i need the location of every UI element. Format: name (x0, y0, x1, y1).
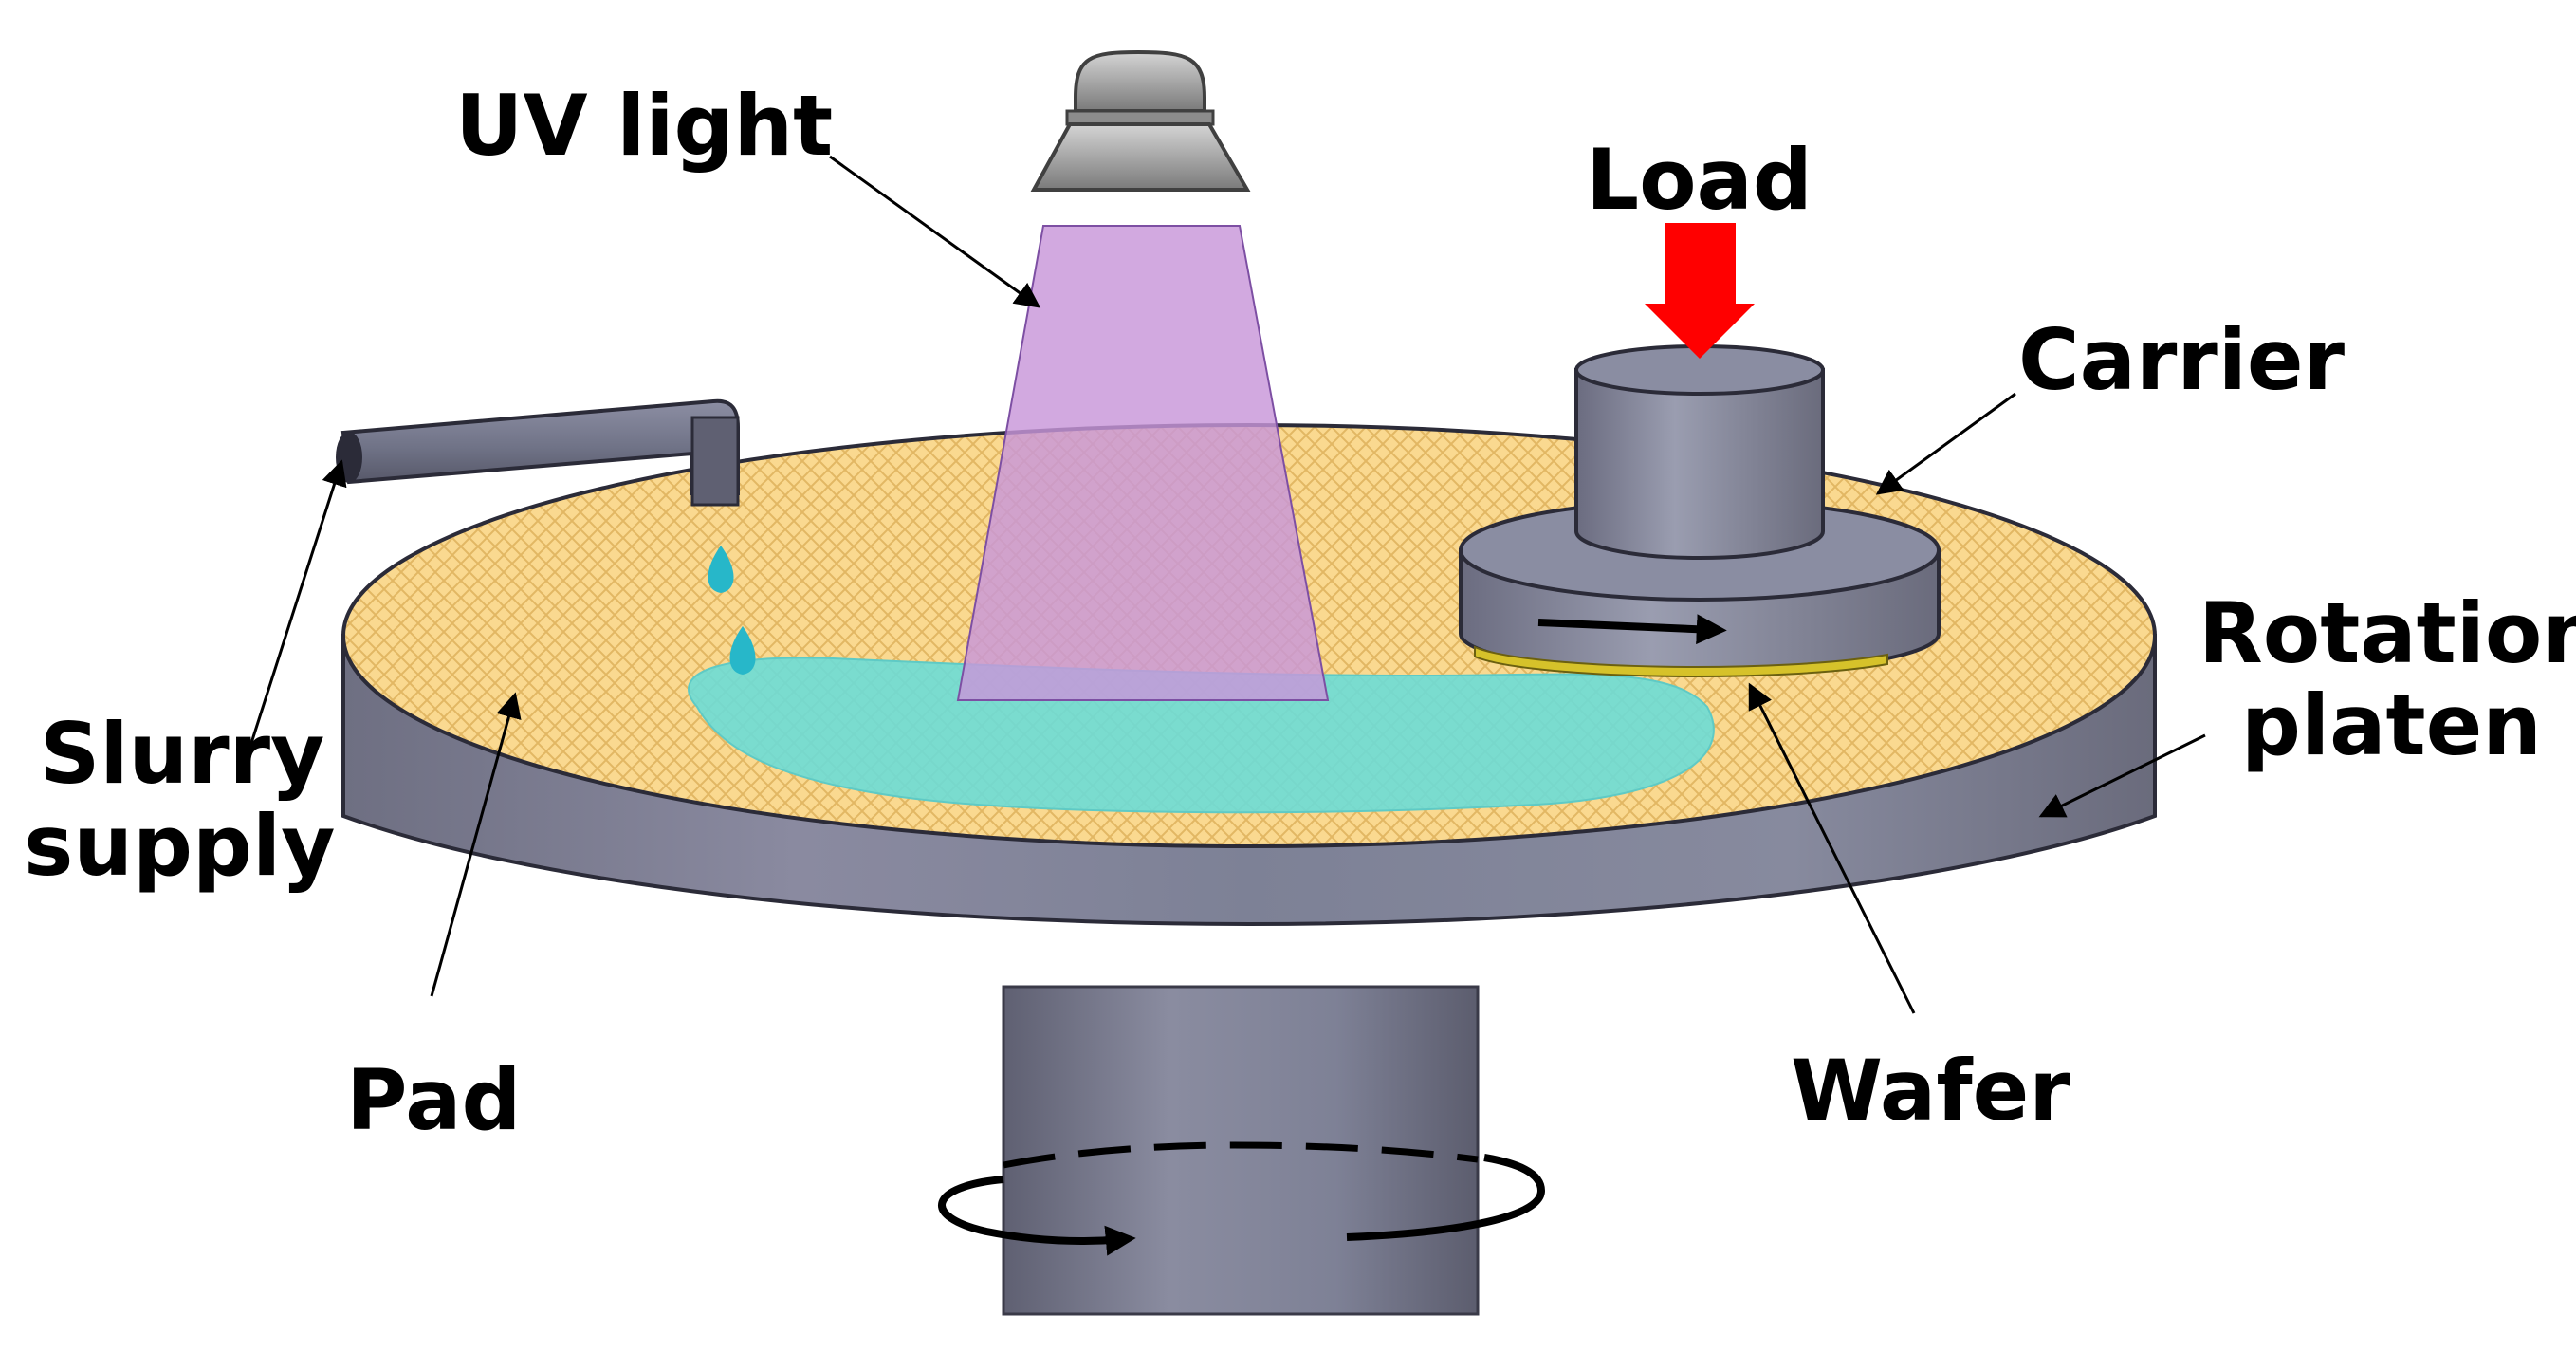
wafer-label: Wafer (1791, 1042, 2070, 1139)
carrier-label: Carrier (2018, 311, 2346, 409)
rotation-platen-label-line2: platen (2241, 676, 2542, 774)
uv-light-beam (956, 225, 1330, 701)
slurry-supply-pipe (336, 398, 740, 507)
pad-label: Pad (346, 1051, 522, 1149)
carrier-rotation-arrow-icon (1537, 614, 1727, 645)
leader-lines (243, 155, 2206, 1014)
circular-arrow-icon (938, 1141, 1546, 1256)
droplet-icon (708, 546, 734, 593)
droplet-icon (729, 626, 756, 675)
slurry-supply-label-line2: supply (24, 797, 336, 895)
load-label: Load (1586, 131, 1812, 229)
carrier (1459, 344, 1941, 677)
down-arrow-icon (1645, 223, 1755, 359)
slurry-puddle (688, 657, 1715, 814)
slurry-supply-label-line1: Slurry (40, 705, 324, 803)
rotation-platen-label-line1: Rotation (2199, 584, 2576, 682)
wafer (1474, 645, 1888, 677)
uv-lamp-icon (1030, 49, 1251, 192)
uv-light-label: UV light (455, 77, 833, 175)
